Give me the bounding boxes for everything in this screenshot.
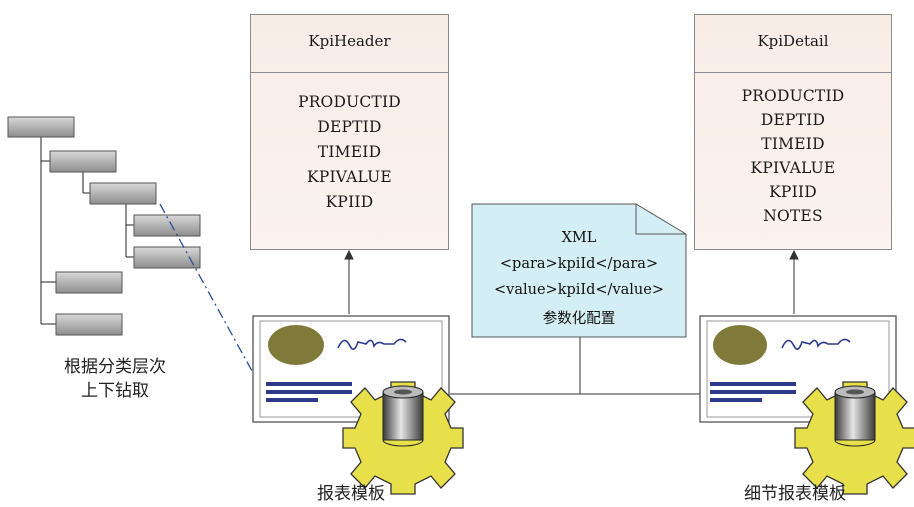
xml-note-line: <para>kpiId</para> xyxy=(499,256,659,272)
drill-caption-line1: 根据分类层次 xyxy=(64,357,166,377)
signature-scribble xyxy=(781,338,851,350)
arrow-head-icon xyxy=(789,249,799,260)
entity-divider xyxy=(695,72,891,73)
tree-node-level4b[interactable] xyxy=(133,246,201,269)
template-connector xyxy=(450,337,700,395)
drill-caption-line2: 上下钻取 xyxy=(81,381,149,401)
entity-field: TIMEID xyxy=(317,143,382,161)
entity-field: DEPTID xyxy=(317,118,382,136)
tree-node-level2[interactable] xyxy=(49,150,117,173)
entity-field: KPIVALUE xyxy=(750,159,836,177)
entity-field: KPIID xyxy=(769,183,817,201)
detail-report-template-icon[interactable] xyxy=(699,315,897,423)
entity-field: DEPTID xyxy=(760,111,826,129)
xml-note-shape xyxy=(471,203,687,338)
tree-connectors xyxy=(40,137,134,325)
tree-node-level2c[interactable] xyxy=(55,313,123,336)
xml-note-line: <value>kpiId</value> xyxy=(494,282,664,298)
kpi-header-entity[interactable]: KpiHeader PRODUCTID DEPTID TIMEID KPIVAL… xyxy=(250,14,449,250)
entity-title: KpiHeader xyxy=(308,32,391,50)
category-tree xyxy=(7,116,201,336)
tree-node-level4a[interactable] xyxy=(133,214,201,237)
kpi-detail-entity[interactable]: KpiDetail PRODUCTID DEPTID TIMEID KPIVAL… xyxy=(694,14,892,250)
entity-field: KPIID xyxy=(325,193,374,211)
entity-title: KpiDetail xyxy=(757,32,829,50)
tree-node-level2b[interactable] xyxy=(55,271,123,294)
entity-field: NOTES xyxy=(763,207,823,225)
entity-divider xyxy=(251,72,448,73)
olive-oval-icon xyxy=(713,325,767,365)
gear-database-icon-left xyxy=(342,381,464,495)
xml-note-title: XML xyxy=(561,230,597,246)
note-fold xyxy=(635,204,686,235)
tree-node-root[interactable] xyxy=(7,116,75,138)
signature-scribble xyxy=(337,338,407,350)
entity-field: TIMEID xyxy=(761,135,825,153)
entity-field: PRODUCTID xyxy=(741,87,845,105)
entity-field: KPIVALUE xyxy=(307,168,392,186)
xml-note-caption: 参数化配置 xyxy=(542,311,616,327)
arrows xyxy=(344,249,799,314)
tree-node-level3[interactable] xyxy=(89,182,157,205)
entity-field: PRODUCTID xyxy=(298,93,401,111)
olive-oval-icon xyxy=(268,325,324,365)
arrow-head-icon xyxy=(344,249,354,260)
gear-database-icon-right xyxy=(794,381,914,495)
drill-link-line xyxy=(159,203,258,381)
report-template-caption: 报表模板 xyxy=(317,484,385,504)
detail-template-caption: 细节报表模板 xyxy=(744,484,846,504)
